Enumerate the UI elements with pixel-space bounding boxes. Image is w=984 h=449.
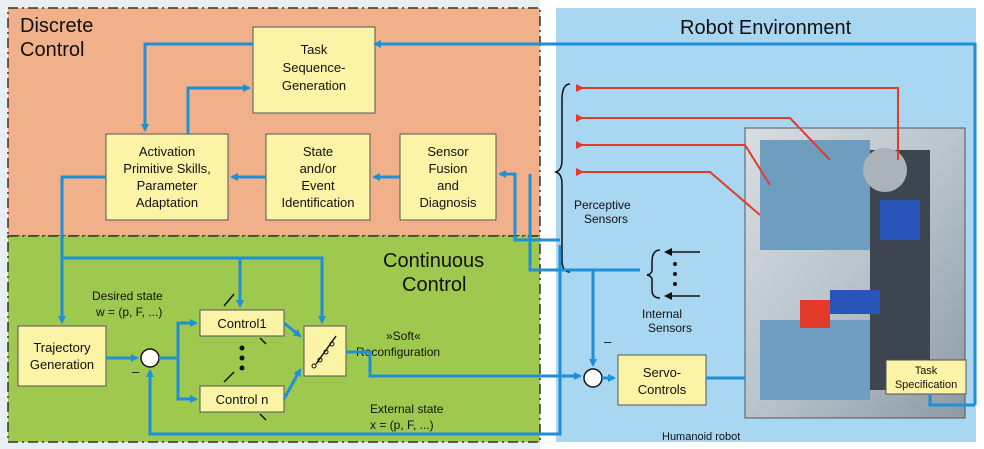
- block-state-event: State and/or Event Identification: [265, 133, 371, 221]
- block-activation: Activation Primitive Skills, Parameter A…: [105, 133, 229, 221]
- svg-text:Adaptation: Adaptation: [136, 195, 198, 210]
- summing-junction-2: [583, 368, 603, 388]
- svg-text:Control1: Control1: [217, 316, 266, 331]
- perceptive-brace: [553, 83, 571, 273]
- svg-text:Parameter: Parameter: [137, 178, 198, 193]
- summing-junction-1: [140, 348, 160, 368]
- continuous-title-2: Control: [402, 274, 466, 296]
- discrete-title-1: Discrete: [20, 15, 93, 37]
- block-controln: Control n: [199, 385, 285, 413]
- svg-text:Event: Event: [301, 178, 335, 193]
- soft-reconfig-label-2: Reconfiguration: [356, 345, 440, 359]
- svg-text:Generation: Generation: [30, 357, 94, 372]
- svg-text:Primitive Skills,: Primitive Skills,: [123, 161, 210, 176]
- signal-arrows: [58, 40, 977, 436]
- svg-text:Trajectory: Trajectory: [33, 340, 91, 355]
- continuous-title-1: Continuous: [383, 250, 484, 272]
- svg-text:Controls: Controls: [638, 382, 687, 397]
- desired-state-label-2: w = (p, F, ...): [95, 305, 162, 319]
- minus-sign-2: –: [604, 334, 612, 349]
- svg-text:Specification: Specification: [895, 379, 957, 391]
- sensor-rays: [576, 84, 899, 216]
- control-slashes: [223, 293, 267, 421]
- svg-text:Generation: Generation: [282, 78, 346, 93]
- soft-reconfig-label-1: »Soft«: [386, 329, 421, 343]
- block-switch: [303, 325, 347, 377]
- svg-text:and/or: and/or: [300, 161, 338, 176]
- svg-text:Control n: Control n: [216, 392, 269, 407]
- internal-label-1: Internal: [642, 307, 682, 321]
- external-state-label-1: External state: [370, 402, 444, 416]
- svg-text:Activation: Activation: [139, 144, 195, 159]
- block-task-spec: Task Specification: [885, 359, 967, 395]
- svg-text:Diagnosis: Diagnosis: [419, 195, 477, 210]
- block-trajectory: Trajectory Generation: [17, 325, 107, 387]
- block-control1: Control1: [199, 309, 285, 337]
- svg-text:Identification: Identification: [282, 195, 355, 210]
- svg-text:State: State: [303, 144, 333, 159]
- environment-title: Robot Environment: [680, 17, 852, 39]
- discrete-title-2: Control: [20, 39, 84, 61]
- svg-text:Sensor: Sensor: [427, 144, 469, 159]
- svg-text:and: and: [437, 178, 459, 193]
- control-ellipsis: [239, 345, 245, 371]
- external-state-label-2: x = (p, F, ...): [370, 418, 434, 432]
- svg-text:Sequence-: Sequence-: [283, 60, 346, 75]
- svg-text:Servo-: Servo-: [643, 365, 681, 380]
- svg-text:Task: Task: [915, 365, 938, 377]
- block-sensor-fusion: Sensor Fusion and Diagnosis: [399, 133, 497, 221]
- internal-label-2: Sensors: [648, 321, 692, 335]
- internal-sensors: [646, 248, 700, 300]
- perceptive-label-2: Sensors: [584, 212, 628, 226]
- svg-text:Fusion: Fusion: [428, 161, 467, 176]
- perceptive-label-1: Perceptive: [574, 198, 631, 212]
- robot-photo: [744, 127, 966, 419]
- svg-text:Task: Task: [301, 42, 328, 57]
- block-servo: Servo- Controls: [617, 354, 707, 406]
- block-task-sequence: Task Sequence- Generation: [252, 26, 376, 114]
- minus-sign-1: –: [132, 364, 140, 379]
- desired-state-label-1: Desired state: [92, 289, 163, 303]
- humanoid-robot-label: Humanoid robot: [662, 431, 740, 443]
